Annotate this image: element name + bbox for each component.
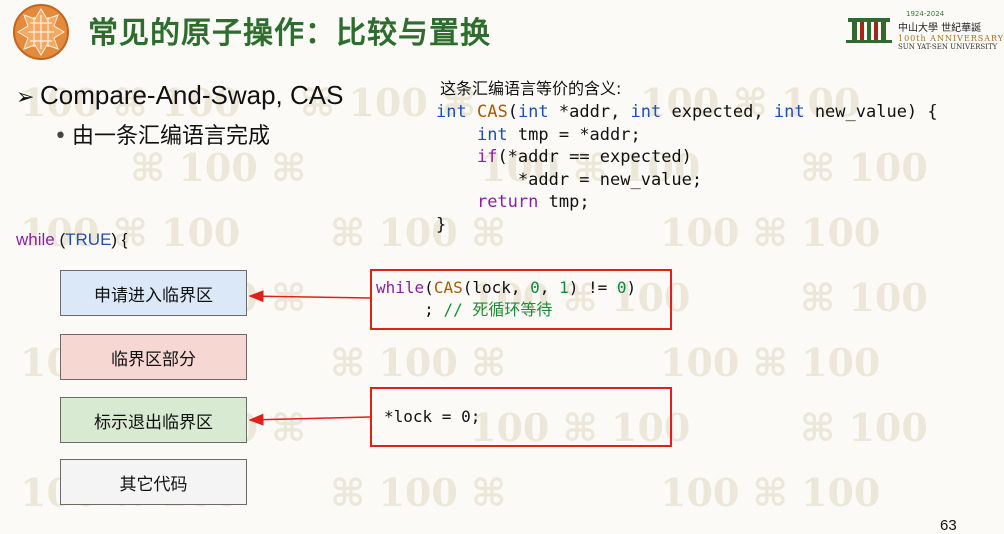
code-text: ) != <box>568 278 617 297</box>
university-anniversary: 100th ANNIVERSARY <box>898 34 1004 43</box>
code-control-keyword: return <box>476 192 539 213</box>
arrow-bullet-icon: ➢ <box>16 84 35 109</box>
code-keyword: int <box>630 102 662 122</box>
code-text: *addr, <box>548 102 631 122</box>
code-text: tmp = *addr; <box>507 124 641 145</box>
code-note: 这条汇编语言等价的含义: <box>440 79 622 98</box>
while-arg: TRUE <box>65 230 112 249</box>
bullet-sub-text: 由一条汇编语言完成 <box>72 124 271 149</box>
while-keyword: while <box>16 230 55 249</box>
code-number: 0 <box>530 278 540 297</box>
code-text: ; <box>424 300 444 319</box>
bullet-main: ➢Compare-And-Swap, CAS <box>16 80 343 111</box>
code-function-name: CAS <box>433 278 463 297</box>
exit-code-box <box>370 387 672 447</box>
code-control-keyword: while <box>376 278 425 297</box>
enter-code-box <box>370 269 672 330</box>
code-text: *addr = new_value; <box>517 169 703 190</box>
enter-code-snippet: while(CAS(lock, 0, 1) != 0) ; // 死循环等待 <box>376 277 636 321</box>
code-number: 1 <box>559 278 569 297</box>
code-text: (*addr == expected) <box>497 147 692 168</box>
code-function-name: CAS <box>476 102 508 122</box>
while-open: ( <box>54 230 66 249</box>
arrow-exit-icon <box>248 413 371 426</box>
code-keyword: int <box>436 102 467 122</box>
code-text: , <box>539 278 560 297</box>
code-text: expected, <box>661 102 774 122</box>
dot-bullet-icon: • <box>54 124 67 149</box>
step-exit-critical-section: 标示退出临界区 <box>60 397 247 443</box>
course-logo-icon <box>13 4 69 60</box>
university-name-cn: 中山大學 世紀華誕 <box>898 23 982 34</box>
code-text: ) <box>626 278 637 297</box>
university-gate-icon <box>846 18 892 43</box>
code-keyword: int <box>773 102 805 122</box>
code-text: ( <box>424 278 434 297</box>
code-text: ( <box>507 102 518 122</box>
code-number: 0 <box>616 278 627 297</box>
code-keyword: int <box>476 124 508 145</box>
code-text: tmp; <box>538 192 590 213</box>
cas-pseudocode: int CAS(int *addr, int expected, int new… <box>436 101 938 237</box>
bullet-sub: •由一条汇编语言完成 <box>54 118 270 150</box>
university-years: 1924-2024 <box>906 10 945 18</box>
while-true-line: while (TRUE) { <box>16 230 127 250</box>
code-keyword: int <box>517 102 549 122</box>
page-number: 63 <box>940 517 957 534</box>
bullet-main-text: Compare-And-Swap, CAS <box>40 80 344 110</box>
code-text: (lock, <box>462 278 531 297</box>
exit-code-snippet: *lock = 0; <box>384 407 481 426</box>
step-critical-section: 临界区部分 <box>60 334 247 380</box>
slide-title: 常见的原子操作：比较与置换 <box>88 16 491 51</box>
code-comment: // 死循环等待 <box>443 300 553 319</box>
university-name-en: SUN YAT-SEN UNIVERSITY <box>898 43 998 51</box>
code-text: } <box>436 214 447 235</box>
code-control-keyword: if <box>476 147 498 168</box>
arrow-enter-icon <box>248 290 371 303</box>
step-other-code: 其它代码 <box>60 459 247 505</box>
code-text: new_value) { <box>804 102 938 122</box>
step-enter-critical-section: 申请进入临界区 <box>60 270 247 316</box>
university-logo: 1924-2024 中山大學 世紀華誕 100th ANNIVERSARY SU… <box>846 10 1003 51</box>
while-close: ) { <box>111 230 128 249</box>
